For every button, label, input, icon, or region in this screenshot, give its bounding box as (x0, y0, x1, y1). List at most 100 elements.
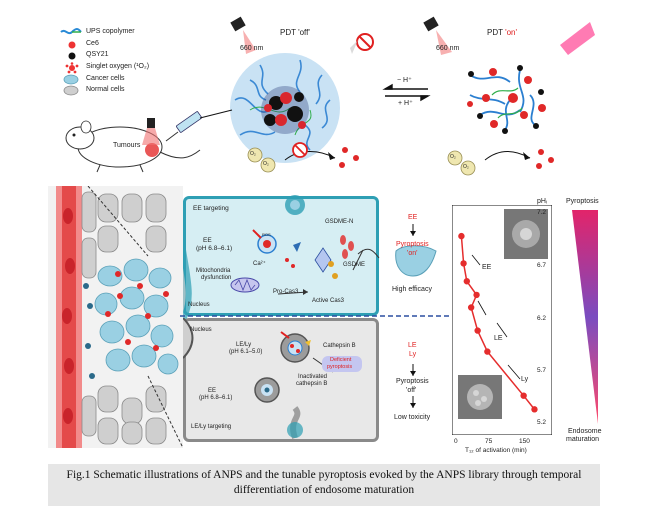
ee-label: EE (203, 237, 212, 244)
mito2-label: dysfunction (201, 275, 232, 281)
plot-ytick-1: 6.7 (537, 262, 547, 269)
outcome-column: EE Pyroptosis 'on' High efficacy LE Ly P… (384, 196, 446, 436)
legend-label-ups: UPS copolymer (86, 28, 135, 35)
gradient-label-endosome: Endosome (568, 428, 602, 435)
le-nucleus-label: Nucleus (190, 327, 212, 333)
ee-targeting-label: EE targeting (193, 205, 229, 212)
le-ly-ph-label: (pH 6.1–5.0) (229, 349, 263, 355)
qsy21-dot-icon (68, 52, 76, 60)
gsdme-label: GSDME (343, 262, 366, 268)
label-tumours: Tumours (113, 142, 141, 149)
arrow-np-syringe (199, 109, 233, 119)
label-minus-h: − H⁺ (397, 77, 412, 84)
outcome-ee: EE (408, 214, 418, 221)
oxygen-conversion-right (447, 149, 554, 176)
caption-line-2: differentiation of endosome maturation (233, 484, 415, 496)
data-point-4 (467, 304, 475, 311)
inactivated-label: Inactivated (298, 374, 328, 380)
equilibrium-arrows (382, 83, 431, 102)
outcome-low-toxicity: Low toxicity (394, 414, 431, 421)
data-point-2 (463, 278, 471, 285)
plot-points (458, 232, 538, 413)
deficient-pyroptosis-badge (322, 356, 362, 372)
mouse-illustration (65, 120, 201, 173)
plot-xlabel: T₁₂ of activation (min) (465, 447, 527, 454)
gradient-label-pyroptosis: Pyroptosis (566, 198, 599, 205)
plot-xtick-0: 0 (454, 438, 458, 445)
data-point-7 (520, 392, 527, 399)
tumour-tissue (48, 186, 183, 448)
data-point-6 (484, 348, 491, 355)
singlet-oxygen-icon (65, 62, 79, 74)
legend: UPS copolymer Ce6 QSY21 Singlet oxygen (… (60, 26, 210, 98)
procas3-label: Pro-Cas3 (273, 289, 299, 295)
plot-ytick-3: 5.7 (537, 367, 547, 374)
caption-line-1: Fig.1 Schematic illustrations of ANPS an… (66, 469, 582, 481)
ce6-dot-icon (68, 41, 76, 49)
oxygen-conversion-left (247, 142, 359, 173)
label-o2-right-1: O₂ (450, 154, 456, 160)
data-point-0 (458, 232, 465, 240)
outcome-pyroptosis-off: Pyroptosis (396, 378, 429, 385)
le-ly-label: LE/Ly (236, 342, 252, 348)
data-point-8 (531, 406, 538, 413)
label-wavelength-left: 660 nm (240, 45, 264, 52)
deficient-label: Deficient (330, 357, 352, 363)
label-plus-h: + H⁺ (398, 100, 413, 107)
label-pdt-off: PDT 'off' (280, 28, 310, 37)
activecas3-label: Active Cas3 (312, 298, 345, 304)
nanoparticle-on (467, 65, 546, 134)
figure-caption: Fig.1 Schematic illustrations of ANPS an… (48, 464, 600, 506)
legend-label-normal-cells: Normal cells (86, 86, 125, 93)
outcome-high-efficacy: High efficacy (392, 286, 432, 293)
le-ee-ph-label: (pH 6.8–6.1) (199, 395, 233, 401)
data-point-1 (460, 260, 467, 267)
outcome-ly: Ly (409, 351, 417, 358)
plot-ytick-0: 7.2 (537, 209, 547, 216)
legend-label-cancer-cells: Cancer cells (86, 75, 125, 82)
data-point-5 (474, 327, 481, 334)
normal-cell-icon (63, 85, 79, 96)
le-panel (183, 318, 379, 442)
cathepsin-label: Cathepsin B (323, 343, 356, 349)
plot-label-ly: Ly (521, 376, 529, 383)
mito-label: Mitochondria (196, 268, 231, 274)
nanoparticle-off (230, 53, 340, 163)
outcome-le: LE (408, 342, 417, 349)
label-o2-left-2: O₂ (263, 161, 269, 167)
ros-label: ROS (262, 232, 271, 237)
lamp-icon-left (230, 16, 256, 54)
no-symbol-icon-top (350, 33, 374, 54)
plot-xtick-1: 75 (485, 438, 493, 445)
plot-ylabel-top: pHᵢ (537, 198, 548, 205)
plot-label-le: LE (494, 335, 503, 342)
inactivated2-label: cathepsin B (296, 381, 328, 387)
plot-label-arrows (471, 254, 521, 380)
label-pdt-on-prefix: PDT (487, 28, 506, 37)
activation-plot (452, 205, 552, 435)
ca-label: Ca²⁺ (253, 261, 266, 267)
pink-light-beam (560, 22, 595, 55)
outcome-pyroptosis-off2: 'off' (406, 387, 417, 394)
label-o2-right-2: O₂ (463, 164, 469, 170)
cancer-cell-icon (63, 74, 79, 85)
label-pdt-on: PDT 'on' (487, 28, 517, 37)
gsdme-n-label: GSDME-N (325, 219, 354, 225)
ee-ph-label: (pH 6.8–6.1) (196, 245, 233, 252)
ee-nucleus-label: Nucleus (188, 302, 210, 308)
outcome-pyroptosis-on: Pyroptosis (396, 241, 429, 248)
polymer-strand-icon (60, 28, 82, 35)
legend-label-ce6: Ce6 (86, 40, 99, 47)
gradient-label-maturation: maturation (566, 436, 600, 443)
plot-ytick-4: 5.2 (537, 419, 547, 426)
ee-panel-graphics (183, 195, 380, 320)
legend-label-singlet-oxygen: Singlet oxygen (¹O₂) (86, 63, 150, 70)
outcome-graphics (395, 224, 437, 408)
label-o2-left-1: O₂ (250, 151, 256, 157)
deficient2-label: pyroptosis (327, 364, 353, 370)
lamp-icon-right (423, 16, 452, 55)
data-point-3 (473, 291, 480, 299)
top-schematic (65, 16, 595, 176)
syringe-icon (165, 111, 202, 142)
outcome-pyroptosis-on2: 'on' (407, 250, 418, 257)
